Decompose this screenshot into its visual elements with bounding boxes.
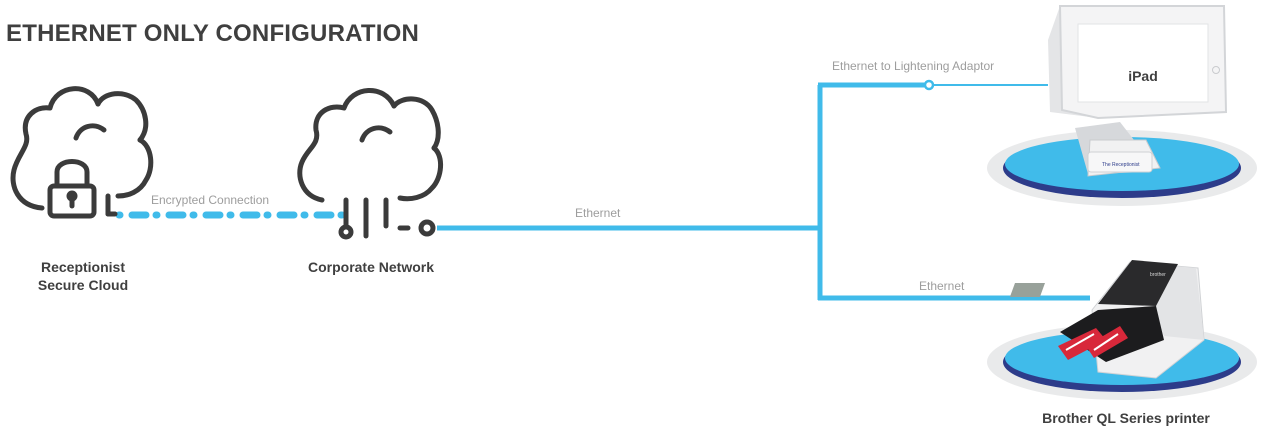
secure-cloud-label-line2: Secure Cloud — [37, 277, 129, 293]
printer-display — [1009, 283, 1045, 297]
printer-label: Brother QL Series printer — [1042, 410, 1210, 426]
printer-brand-text: brother — [1150, 272, 1166, 278]
ethernet-printer-label: Ethernet — [919, 279, 965, 293]
adaptor-line — [818, 79, 1048, 91]
printer-device: brother — [1009, 260, 1205, 379]
ipad-label: iPad — [1128, 68, 1158, 84]
encrypted-connection-label: Encrypted Connection — [151, 193, 270, 207]
corporate-network-label: Corporate Network — [307, 259, 435, 275]
ipad-device: The Receptionist iPad — [1048, 5, 1228, 177]
page-title: ETHERNET ONLY CONFIGURATION — [6, 20, 419, 47]
corporate-network-icon — [297, 88, 443, 240]
stand-brand-text: The Receptionist — [1102, 162, 1140, 168]
adaptor-label: Ethernet to Lightening Adaptor — [832, 59, 995, 73]
secure-cloud-label-line1: Receptionist — [40, 259, 125, 275]
home-button-icon — [1212, 66, 1220, 74]
label-strip — [1058, 328, 1106, 360]
secure-cloud-icon — [10, 86, 154, 219]
ethernet-main-label: Ethernet — [575, 206, 621, 220]
secure-cloud-label: Receptionist Secure Cloud — [20, 258, 146, 294]
adaptor-connector-icon — [923, 79, 935, 91]
